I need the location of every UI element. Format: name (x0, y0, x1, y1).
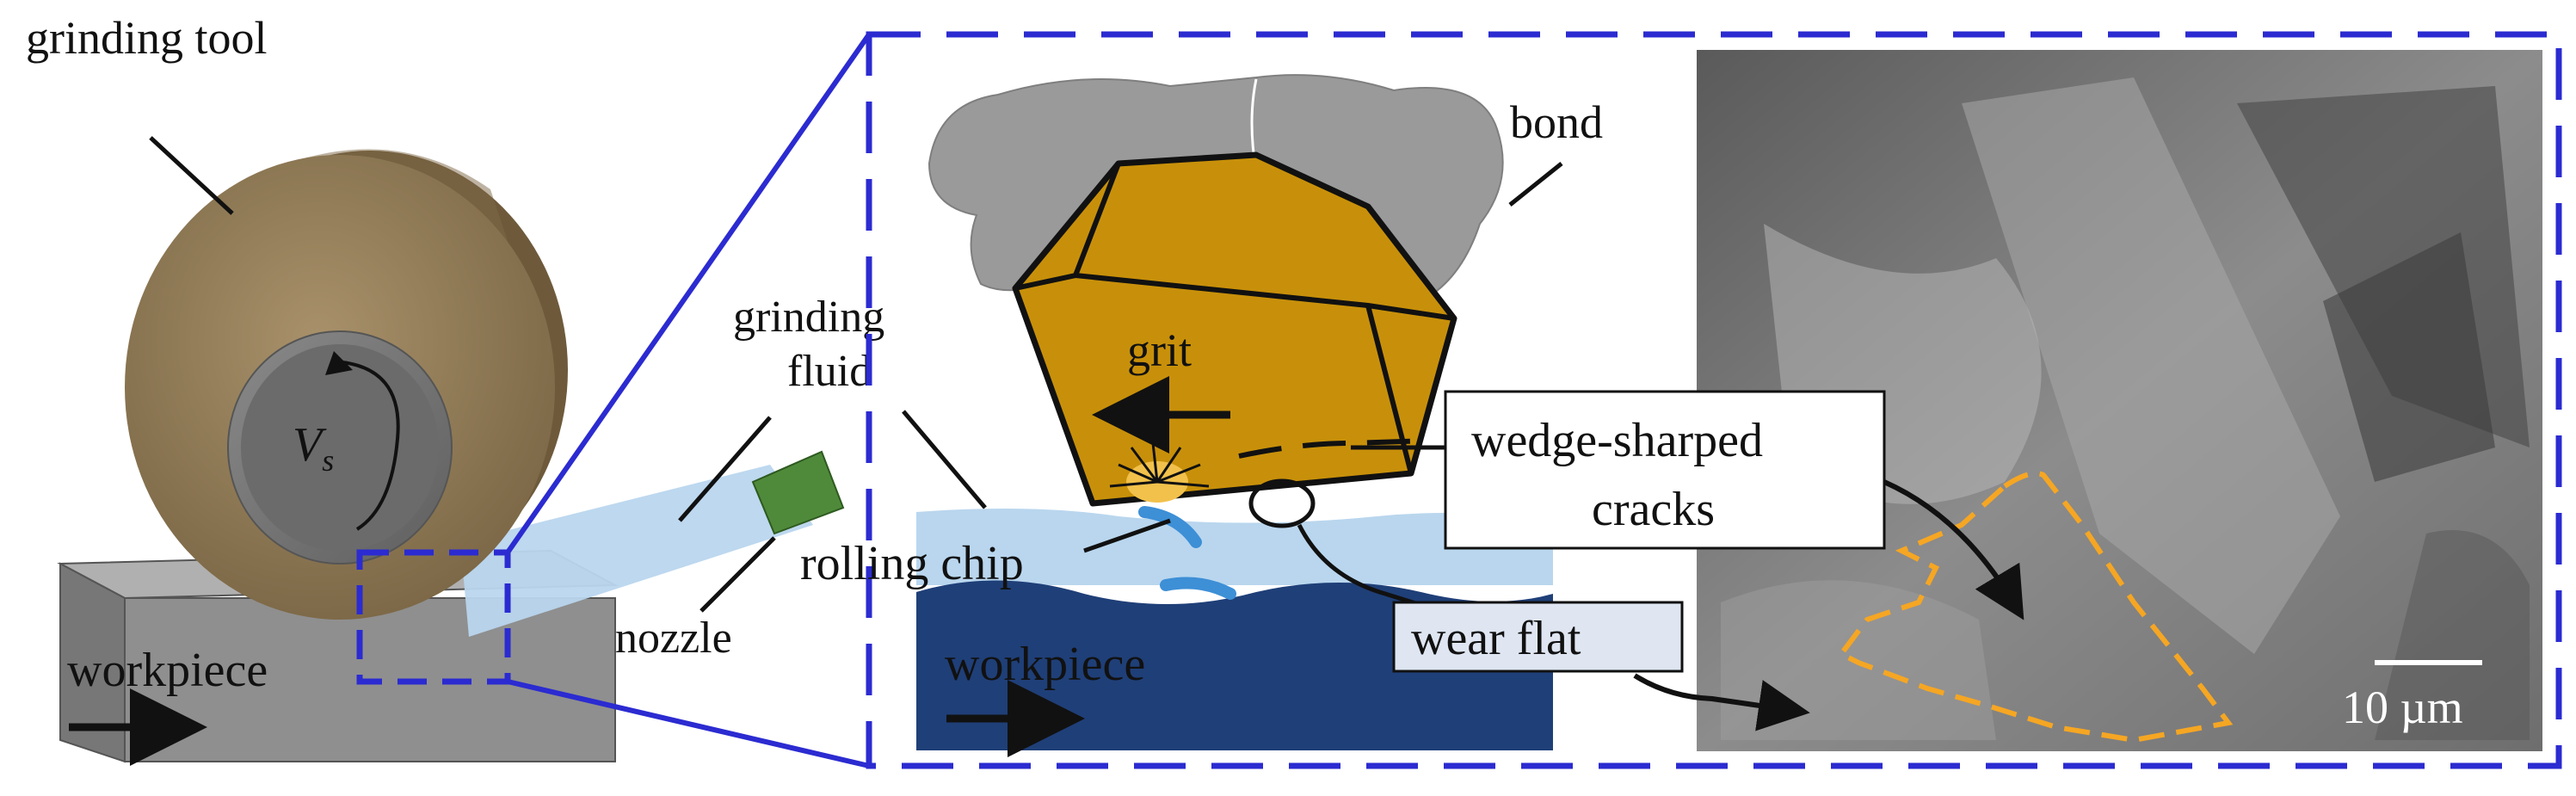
grinding-fluid-label-line2: fluid (787, 347, 872, 396)
grinding-tool-leader (149, 136, 234, 215)
grit-label: grit (1127, 324, 1192, 376)
rolling-chip-lower (1160, 577, 1236, 600)
wedge-cracks-label-line1: wedge-sharped (1471, 414, 1763, 467)
wear-flat-leader (1297, 523, 1455, 618)
wear-flat-marker (1248, 478, 1316, 528)
crack-path (1238, 438, 1429, 459)
bond-label: bond (1510, 96, 1603, 148)
scale-bar-label: 10 µm (2342, 682, 2463, 733)
left-setup: Vs grinding tool nozzle grinding fluid w… (26, 12, 987, 766)
rotation-arrow-icon (333, 360, 400, 531)
nozzle (751, 450, 845, 535)
crack-arrow-icon (1883, 479, 2024, 620)
zoom-frame (866, 31, 2562, 769)
fluid-jet (460, 465, 813, 637)
velocity-symbol: Vs (293, 418, 334, 478)
wedge-cracks-label-line2: cracks (1592, 483, 1715, 536)
grinding-wheel (125, 149, 568, 620)
nozzle-leader (699, 536, 776, 613)
grinding-fluid-label-line1: grinding (733, 293, 884, 342)
crack-region-outline (1837, 471, 2234, 744)
grinding-fluid-leader-right (902, 410, 987, 509)
spark-icon (1109, 442, 1210, 503)
wear-flat-arrow-icon (1633, 673, 1810, 731)
rolling-chip-leader (1083, 518, 1171, 553)
bond-leader (1508, 162, 1563, 207)
rolling-chip-label: rolling chip (800, 537, 1024, 590)
workpiece-label-center: workpiece (945, 638, 1145, 691)
workpiece-label-left: workpiece (67, 644, 268, 697)
wear-flat-label: wear flat (1411, 612, 1581, 665)
rolling-chip (1138, 506, 1202, 548)
wedge-cracks-callout: wedge-sharped cracks (1351, 390, 1886, 550)
magnified-view: bond workpiece grit (800, 31, 2562, 769)
nozzle-label: nozzle (615, 614, 732, 663)
grinding-fluid-leader-left (678, 416, 772, 522)
grinding-tool-label: grinding tool (26, 12, 268, 64)
zoom-line-top (505, 33, 872, 554)
rotation-arrowhead-icon (325, 351, 353, 375)
zoom-source-box (356, 549, 511, 685)
fluid-layer (916, 509, 1553, 585)
zoom-line-bottom (507, 679, 870, 768)
wear-flat-callout: wear flat (1392, 601, 1684, 673)
